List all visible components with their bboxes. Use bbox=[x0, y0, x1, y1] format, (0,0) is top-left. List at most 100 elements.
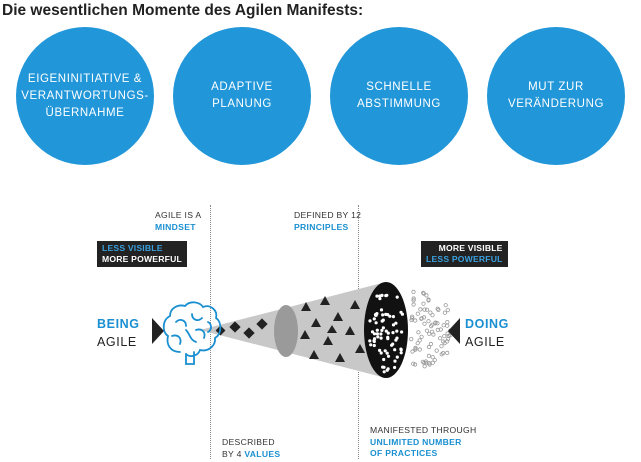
practice-dot-outline bbox=[428, 341, 433, 347]
practice-dot bbox=[399, 351, 403, 355]
practice-dot bbox=[379, 332, 383, 336]
diamond bbox=[229, 321, 241, 333]
practice-dot-outline bbox=[422, 321, 427, 326]
circle-label: SCHNELLE ABSTIMMUNG bbox=[357, 81, 441, 110]
annotation-values: DESCRIBED BY 4 VALUES bbox=[222, 437, 280, 460]
badge-less-visible: LESS VISIBLE MORE POWERFUL bbox=[97, 241, 187, 267]
practice-dot-outline bbox=[421, 315, 427, 320]
practice-dot bbox=[379, 308, 384, 312]
practice-dot bbox=[395, 329, 399, 333]
practice-dot bbox=[393, 365, 397, 370]
triangle bbox=[345, 326, 355, 335]
triangle bbox=[309, 350, 319, 359]
circle-label: ADAPTIVE PLANUNG bbox=[211, 81, 273, 110]
practice-dot bbox=[382, 365, 386, 369]
practice-dot-outline bbox=[413, 318, 418, 323]
circle-label: EIGENINITIATIVE & VERANTWORTUNGS- ÜBERNA… bbox=[21, 72, 149, 119]
practice-dot bbox=[372, 343, 376, 348]
annotation-practices-line1: MANIFESTED THROUGH bbox=[370, 425, 477, 435]
annotation-values-line2: BY 4 VALUES bbox=[222, 449, 280, 461]
practice-dot bbox=[386, 367, 390, 371]
practice-dot-outline bbox=[423, 359, 428, 364]
triangle bbox=[333, 312, 343, 321]
annotation-principles-line2: PRINCIPLES bbox=[294, 221, 349, 232]
triangle bbox=[311, 318, 321, 327]
triangle bbox=[323, 336, 333, 345]
practice-dot-outline bbox=[429, 329, 435, 334]
practice-dot bbox=[391, 315, 395, 319]
practice-dot-outline bbox=[426, 298, 431, 303]
practice-dot bbox=[379, 351, 383, 355]
practice-dot bbox=[383, 349, 387, 353]
practice-dot-outline bbox=[409, 314, 415, 319]
badge-left-line2: MORE POWERFUL bbox=[102, 254, 182, 264]
triangle bbox=[301, 302, 311, 311]
practice-dot-outline bbox=[416, 330, 421, 335]
practice-dot bbox=[395, 295, 399, 299]
label-being-agile: BEING AGILE bbox=[97, 315, 140, 351]
practice-dot bbox=[380, 293, 384, 297]
annotation-practices-line2: UNLIMITED NUMBER bbox=[370, 436, 462, 447]
practice-dot bbox=[385, 351, 389, 355]
badge-right-line2: LESS POWERFUL bbox=[426, 254, 503, 264]
practice-dot bbox=[380, 319, 384, 323]
practice-dot bbox=[374, 321, 378, 325]
arrow-left-icon bbox=[448, 318, 460, 344]
practice-dot-outline bbox=[427, 362, 432, 367]
brain-icon bbox=[162, 301, 222, 365]
practice-dot bbox=[384, 294, 388, 298]
practice-dot-outline bbox=[439, 344, 444, 349]
practice-dot-outline bbox=[421, 290, 426, 295]
practice-dot-outline bbox=[412, 362, 418, 367]
practice-dot-outline bbox=[445, 323, 450, 328]
practice-dot-outline bbox=[417, 338, 422, 343]
practice-dot-outline bbox=[433, 320, 438, 325]
annotation-practices: MANIFESTED THROUGH UNLIMITED NUMBER OF P… bbox=[370, 425, 476, 460]
practice-dot-outline bbox=[411, 361, 416, 366]
practice-dot-outline bbox=[418, 307, 423, 312]
practice-dot bbox=[372, 339, 376, 344]
annotation-values-prefix: BY 4 bbox=[222, 448, 245, 459]
label-being-agile-word: AGILE bbox=[97, 335, 137, 349]
practice-dot-outline bbox=[424, 307, 430, 312]
annotation-values-line1: DESCRIBED bbox=[222, 437, 275, 447]
practice-dot-outline bbox=[426, 319, 431, 324]
practice-dot bbox=[369, 343, 373, 347]
practice-dot bbox=[372, 317, 376, 321]
annotation-principles: DEFINED BY 12 PRINCIPLES bbox=[294, 210, 361, 233]
practice-dot bbox=[386, 331, 390, 335]
practice-dot bbox=[399, 310, 403, 314]
practice-dot-outline bbox=[426, 344, 432, 350]
practice-dot-outline bbox=[438, 327, 443, 332]
practice-dot-outline bbox=[410, 349, 415, 354]
diamond bbox=[256, 318, 268, 330]
triangle bbox=[355, 344, 365, 353]
practice-dot bbox=[375, 332, 379, 336]
circle-label: MUT ZUR VERÄNDERUNG bbox=[507, 81, 605, 110]
annotation-practices-line3: OF PRACTICES bbox=[370, 448, 438, 458]
practice-dot-outline bbox=[424, 293, 429, 298]
label-doing-agile: DOING AGILE bbox=[465, 315, 509, 351]
practice-dot bbox=[390, 343, 394, 347]
practice-dot-outline bbox=[442, 310, 447, 315]
practice-dot-outline bbox=[437, 336, 443, 341]
practice-dot-outline bbox=[411, 302, 416, 307]
practice-dot-outline bbox=[445, 350, 450, 355]
practice-dot bbox=[400, 330, 404, 334]
practice-dot-outline bbox=[409, 336, 414, 342]
cone-ellipse bbox=[274, 305, 298, 357]
practice-dot-outline bbox=[413, 345, 418, 350]
practices-dots-inner bbox=[368, 293, 404, 374]
circle-schnelle-abstimmung: SCHNELLE ABSTIMMUNG bbox=[330, 27, 468, 165]
circle-mut-zur-veraenderung: MUT ZUR VERÄNDERUNG bbox=[487, 27, 625, 165]
practice-dot-outline bbox=[415, 341, 420, 346]
practice-dot-outline bbox=[428, 310, 433, 315]
practice-dot bbox=[399, 348, 403, 352]
practice-dot-outline bbox=[432, 357, 437, 363]
practice-dot-outline bbox=[430, 355, 435, 360]
practice-dot-outline bbox=[442, 334, 447, 339]
practice-dot bbox=[393, 348, 397, 352]
practice-dot bbox=[381, 326, 385, 330]
practice-dot-outline bbox=[419, 316, 424, 321]
label-doing-agile-word: AGILE bbox=[465, 335, 505, 349]
